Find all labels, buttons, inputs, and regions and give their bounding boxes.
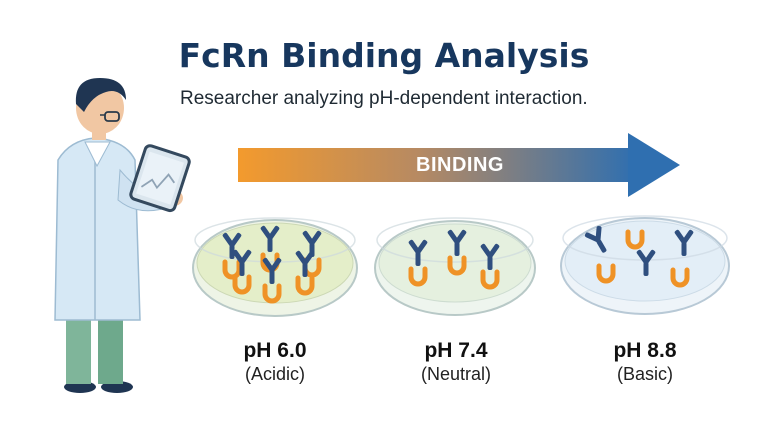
ph-label-acidic: pH 6.0 (243, 339, 307, 362)
petri-dish-neutral (374, 217, 536, 316)
page-subtitle: Researcher analyzing pH-dependent intera… (180, 88, 588, 109)
ph-label-basic: pH 8.8 (613, 339, 677, 362)
condition-label-neutral: (Neutral) (420, 364, 491, 384)
petri-dish-acidic (192, 217, 358, 317)
ph-label-neutral: pH 7.4 (424, 339, 488, 362)
researcher-icon (54, 78, 183, 393)
binding-arrow (238, 133, 680, 197)
tablet-icon (129, 144, 191, 213)
petri-dish-basic (560, 215, 730, 315)
arrow-label: BINDING (416, 154, 504, 176)
condition-label-acidic: (Acidic) (244, 364, 305, 384)
condition-label-basic: (Basic) (616, 364, 673, 384)
page-title: FcRn Binding Analysis (178, 36, 590, 75)
